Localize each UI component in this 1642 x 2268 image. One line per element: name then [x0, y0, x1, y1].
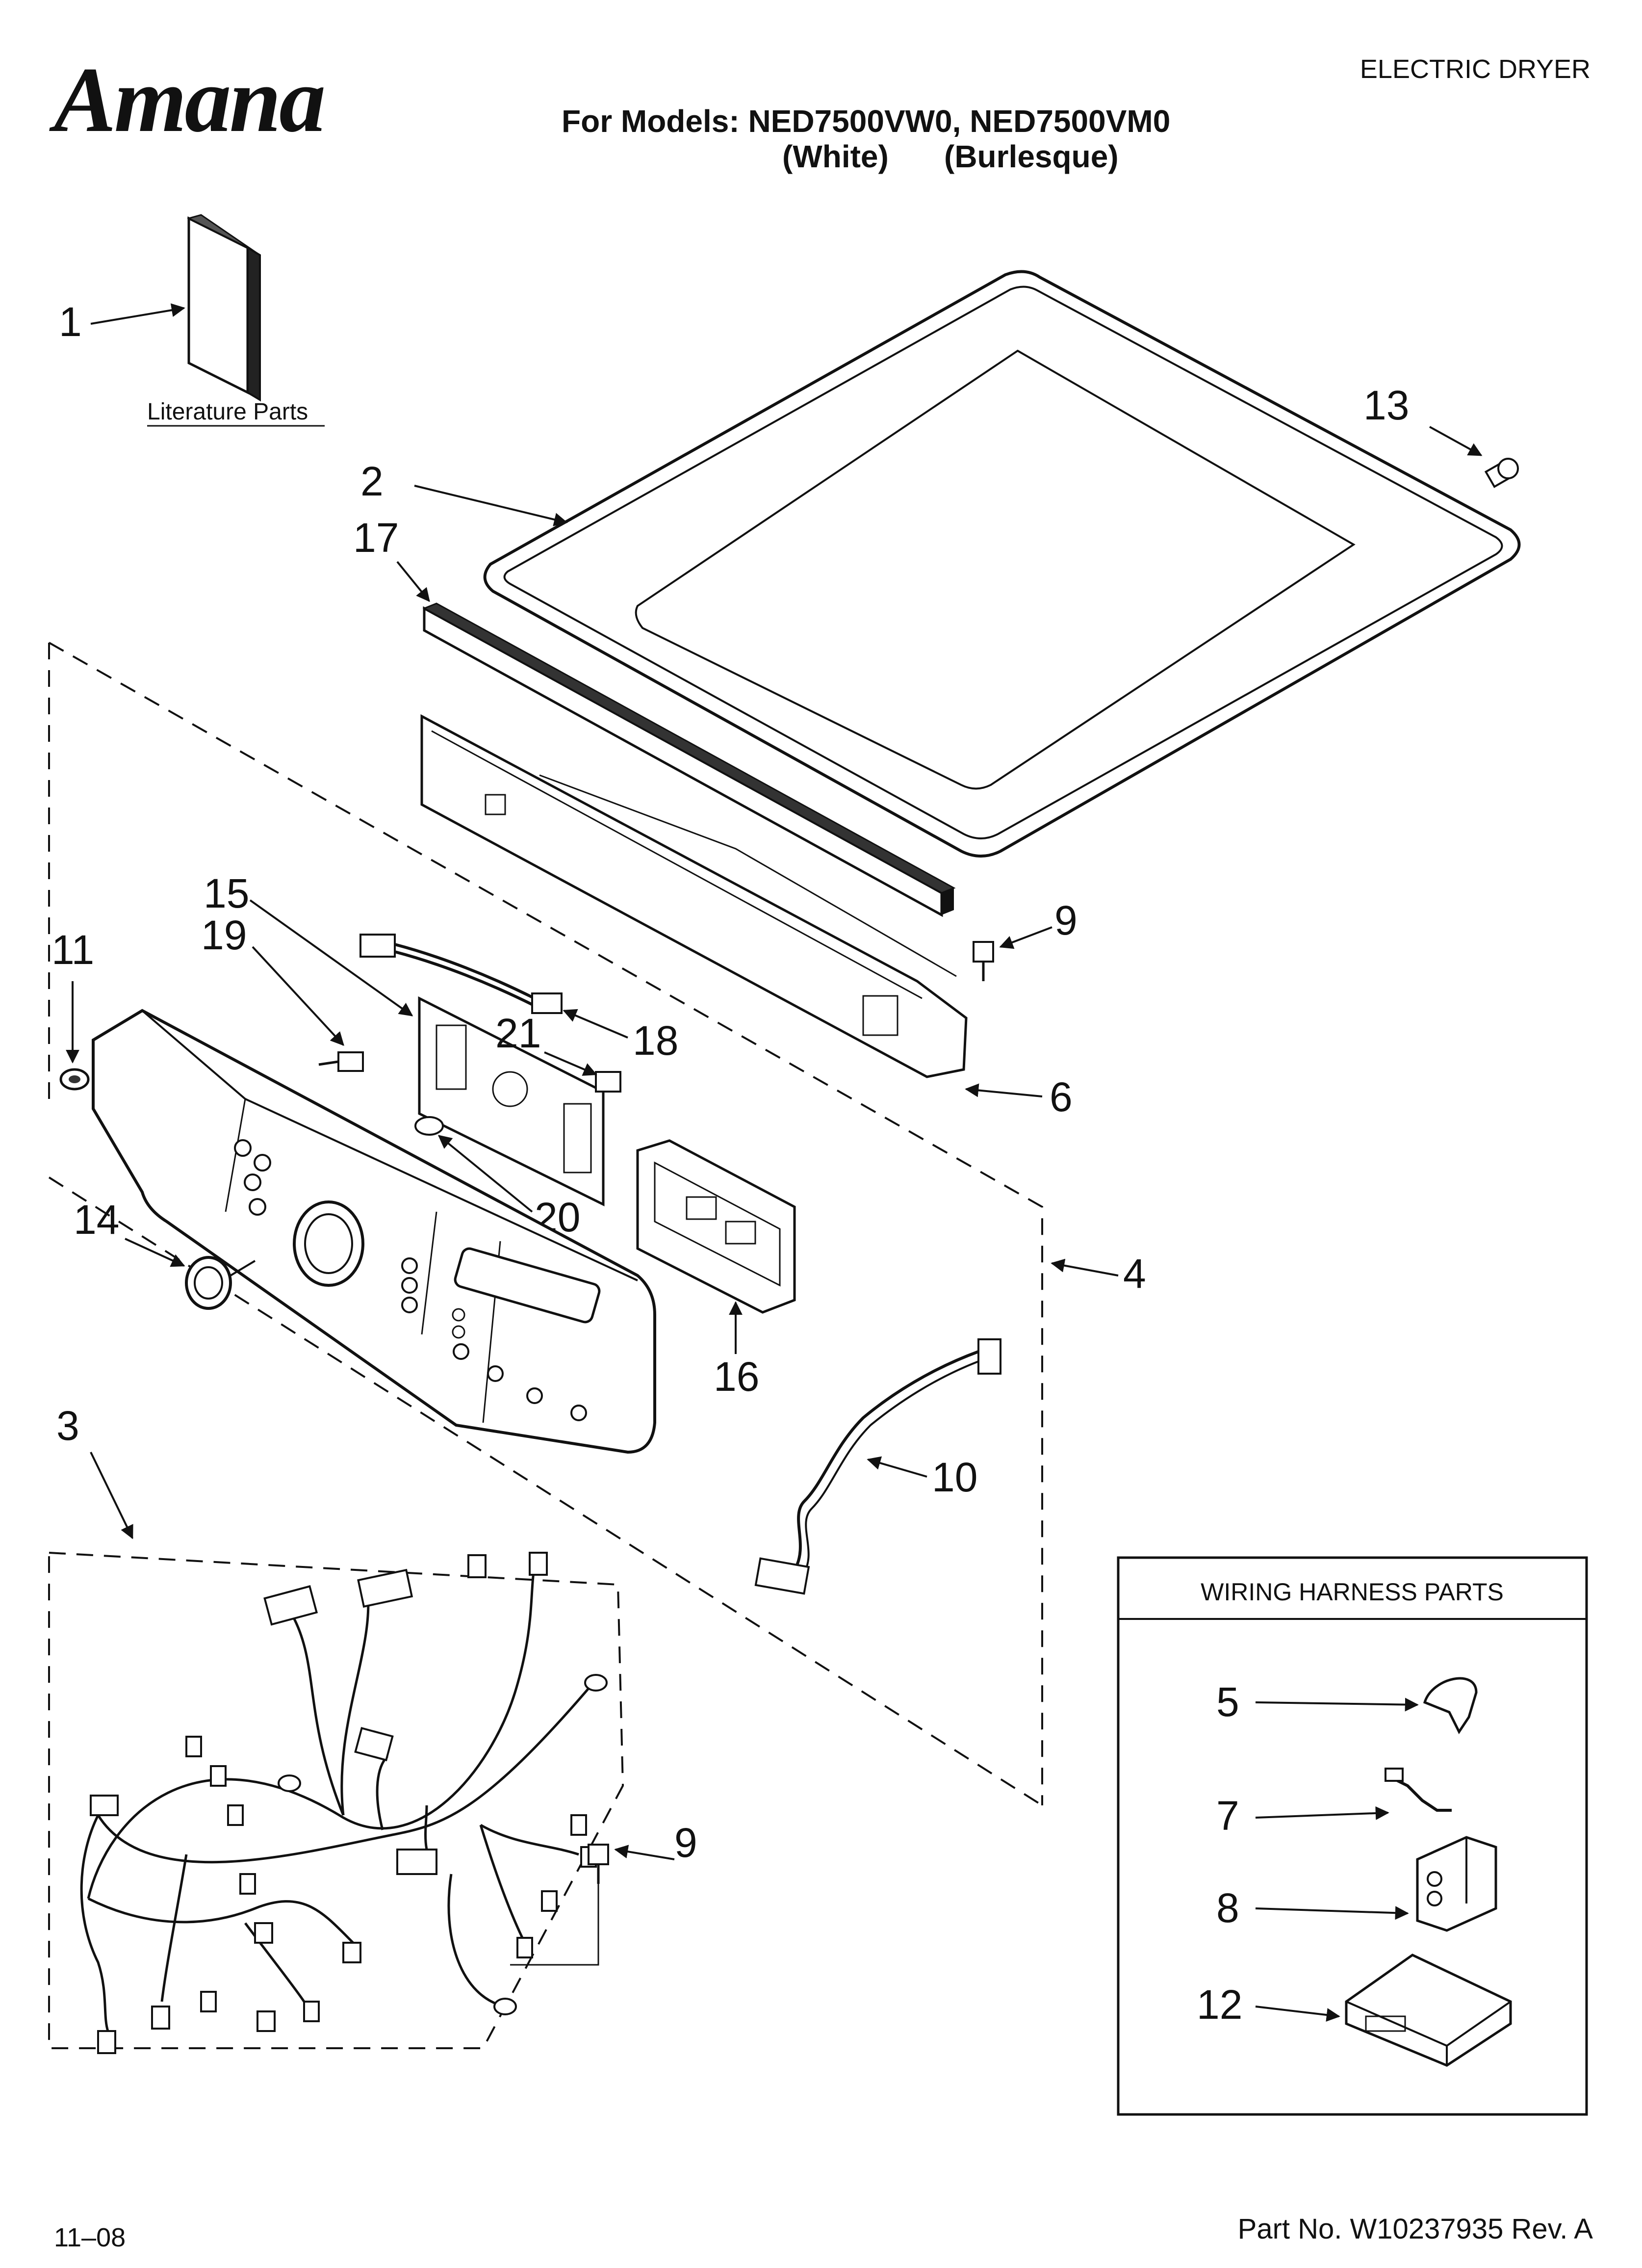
screw-19 — [318, 1051, 364, 1072]
knob-14 — [185, 1256, 256, 1310]
leader-4 — [1051, 1258, 1119, 1277]
models-line: For Models: NED7500VW0, NED7500VM0 — [562, 104, 1171, 139]
trim-strip-17 — [422, 602, 956, 917]
harness-envelope — [48, 1552, 624, 2049]
callout-12: 12 — [1197, 1981, 1242, 2028]
console-envelope-top — [49, 642, 1043, 1805]
screw-9-lower — [588, 1844, 609, 1884]
leader-5 — [1255, 1697, 1419, 1712]
leader-1 — [90, 303, 185, 325]
callout-8: 8 — [1216, 1885, 1239, 1931]
callout-17: 17 — [353, 515, 399, 561]
callout-19: 19 — [201, 912, 247, 958]
console-panel — [92, 1009, 656, 1454]
screw-13 — [1484, 458, 1519, 488]
callout-18: 18 — [633, 1017, 678, 1064]
footer-date: 11–08 — [54, 2223, 126, 2252]
leader-9-lower — [614, 1845, 675, 1860]
leader-14 — [125, 1238, 185, 1267]
light-pipe-20 — [414, 1116, 444, 1136]
leader-7 — [1255, 1806, 1389, 1820]
leader-21 — [544, 1051, 597, 1076]
leader-10 — [867, 1456, 927, 1478]
screw-9-upper — [973, 941, 994, 981]
harness-10 — [754, 1338, 1001, 1595]
callout-3: 3 — [56, 1403, 79, 1449]
harness-parts-title: WIRING HARNESS PARTS — [1201, 1578, 1504, 1606]
leader-20 — [437, 1135, 533, 1213]
top-panel — [483, 270, 1521, 858]
footer-part-number: Part No. W10237935 Rev. A — [1237, 2213, 1593, 2245]
leader-6 — [965, 1083, 1043, 1097]
leader-12 — [1255, 2006, 1340, 2022]
control-board-15 — [418, 996, 605, 1207]
variant-white: (White) — [782, 139, 889, 174]
callout-13: 13 — [1363, 382, 1409, 428]
callout-9-upper: 9 — [1054, 897, 1078, 943]
callout-11: 11 — [51, 927, 94, 973]
part-5-clip — [1423, 1677, 1478, 1734]
callout-14: 14 — [74, 1197, 119, 1243]
leader-9-upper — [999, 926, 1052, 949]
callout-21: 21 — [495, 1010, 541, 1056]
literature-booklet — [186, 214, 261, 402]
literature-parts-label: Literature Parts — [147, 399, 308, 425]
leader-15 — [249, 899, 413, 1017]
callout-7: 7 — [1216, 1793, 1239, 1839]
callout-4: 4 — [1123, 1251, 1146, 1297]
leader-18 — [563, 1009, 628, 1039]
callout-10: 10 — [932, 1454, 977, 1500]
callout-9-lower: 9 — [674, 1820, 697, 1866]
leader-13 — [1429, 426, 1483, 456]
ui-board-16 — [636, 1139, 796, 1314]
leader-8 — [1255, 1906, 1409, 1920]
part-12-terminal-block — [1345, 1954, 1512, 2067]
variant-burlesque: (Burlesque) — [944, 139, 1119, 174]
harness-connectors — [90, 1552, 608, 2054]
leader-2 — [414, 485, 568, 526]
leader-3 — [90, 1452, 133, 1539]
callout-1: 1 — [59, 299, 82, 345]
console-bracket-6 — [420, 714, 968, 1078]
brand-logo: Amana — [54, 49, 326, 152]
main-wire-harness — [80, 1564, 594, 2032]
callout-15: 15 — [204, 870, 249, 916]
harness-parts-box — [1117, 1556, 1588, 2116]
document-type: ELECTRIC DRYER — [1360, 54, 1591, 84]
part-8-connector — [1416, 1836, 1497, 1932]
button-11 — [59, 1068, 90, 1091]
part-7-terminal — [1385, 1768, 1452, 1812]
leader-9-lower-ground — [510, 1884, 599, 1966]
callout-16: 16 — [714, 1354, 759, 1400]
harness-18 — [359, 934, 563, 1014]
callout-5: 5 — [1216, 1679, 1239, 1725]
callout-2: 2 — [360, 458, 384, 504]
leader-17 — [396, 561, 430, 602]
callout-6: 6 — [1050, 1074, 1073, 1120]
clip-21 — [595, 1071, 621, 1093]
leader-19 — [252, 946, 344, 1046]
